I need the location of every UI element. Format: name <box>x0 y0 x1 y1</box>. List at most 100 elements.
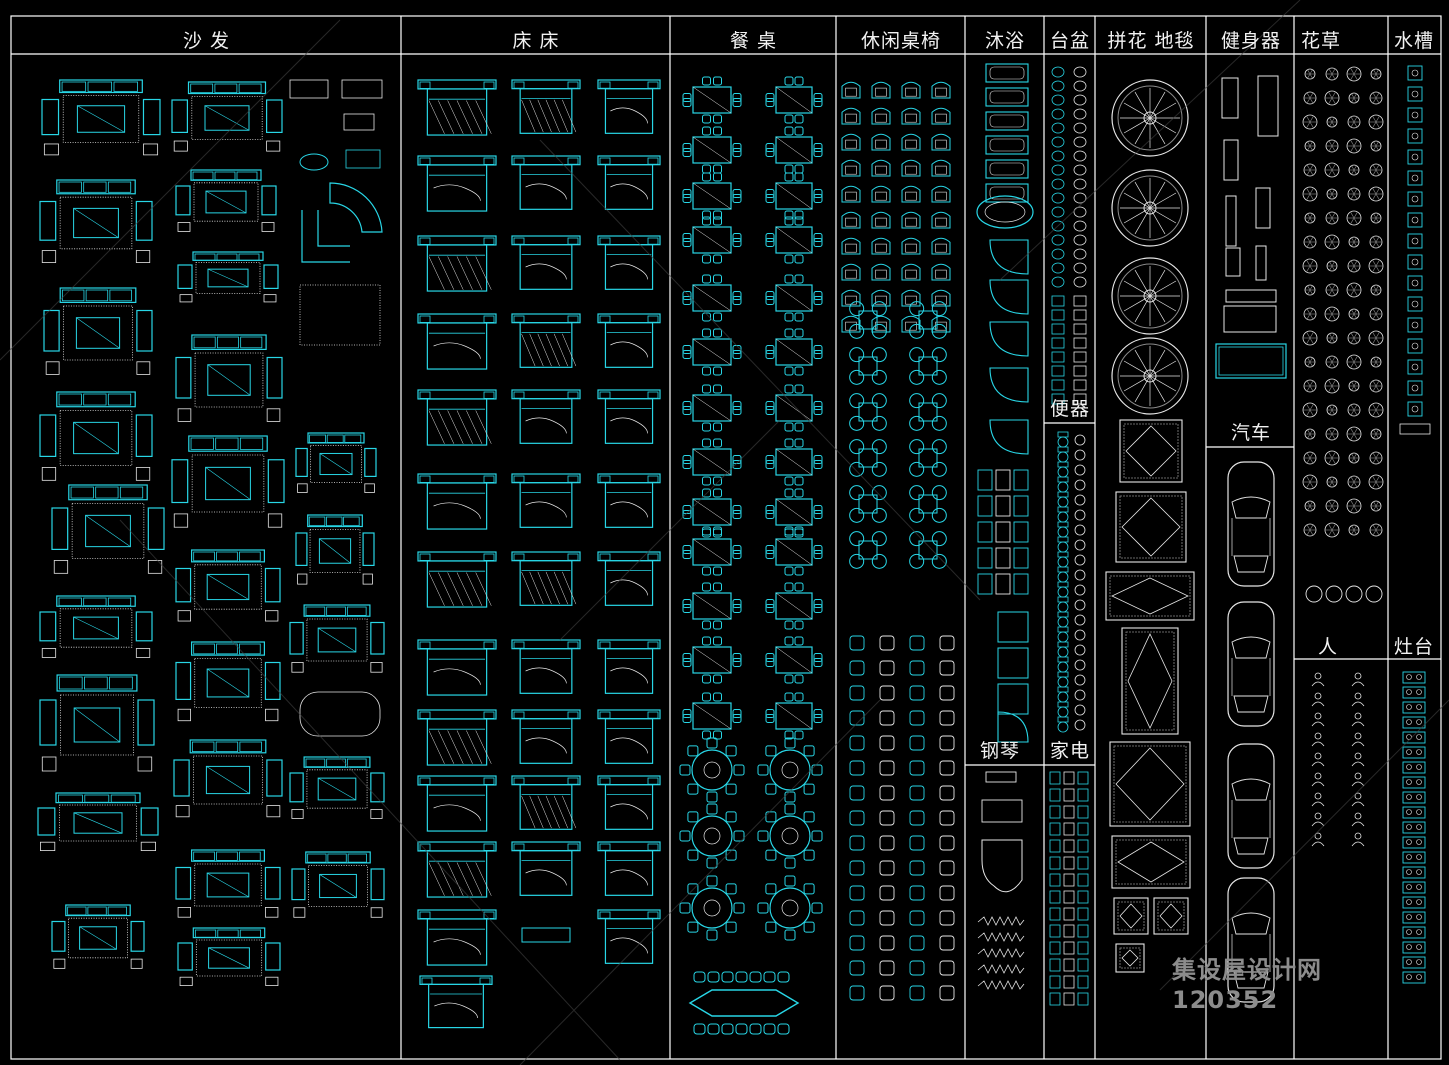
plant-icon <box>1368 474 1384 490</box>
appliance-icon <box>1049 771 1061 785</box>
chair-icon <box>849 710 865 726</box>
sofa-set-icon <box>37 792 159 852</box>
bed-icon <box>417 639 497 696</box>
shower-tray-icon <box>1013 521 1029 543</box>
plant-icon <box>1302 258 1318 274</box>
plant-icon <box>1302 330 1318 346</box>
sofa-set-icon <box>289 756 385 819</box>
plant-icon <box>1303 91 1317 105</box>
sofa-set-icon <box>175 849 281 918</box>
bed-icon <box>511 639 581 694</box>
washbasin-icon <box>1051 94 1087 106</box>
appliance-icon <box>1049 890 1061 904</box>
dining-table-icon <box>682 126 742 174</box>
bed-icon <box>419 975 493 1029</box>
bed-icon <box>511 155 581 210</box>
washbasin-icon <box>1051 309 1087 321</box>
chair-icon <box>939 835 955 851</box>
person-icon <box>1351 712 1365 727</box>
plant-icon <box>1368 186 1384 202</box>
chair-icon <box>909 985 925 1001</box>
chair-icon <box>909 710 925 726</box>
chair-icon <box>939 985 955 1001</box>
dining-table-icon <box>765 528 823 576</box>
chair-icon <box>849 760 865 776</box>
person-icon <box>1311 772 1325 787</box>
bathtub-icon <box>985 135 1029 155</box>
fitness-equipment-icon <box>1255 245 1267 281</box>
plant-icon <box>1346 210 1362 226</box>
corner-bathtub-icon <box>989 367 1029 403</box>
lounge-chair-icon <box>841 81 861 99</box>
bathtub-icon <box>985 63 1029 83</box>
corner-bathtub-icon <box>989 419 1029 455</box>
stove-column <box>1402 671 1426 984</box>
plant-icon <box>1326 476 1338 488</box>
dining-table-icon <box>682 384 742 432</box>
lounge-chair-icon <box>841 133 861 151</box>
stove-icon <box>1402 821 1426 834</box>
lounge-chair-icon <box>841 263 861 281</box>
shower-tray-icon <box>977 521 993 543</box>
toilet-icon <box>1057 566 1086 583</box>
header-dining-table: 餐 桌 <box>729 30 778 52</box>
shower-tray-icon <box>977 573 993 595</box>
shower-tray-icon <box>995 547 1011 569</box>
person-icon <box>1351 732 1365 747</box>
person-icon <box>1351 812 1365 827</box>
appliance-icon <box>1049 907 1061 921</box>
bed-icon <box>597 639 661 694</box>
chair-icon <box>939 860 955 876</box>
rect-rug-icon <box>1119 419 1183 483</box>
appliance-icon <box>1077 924 1089 938</box>
dining-table-icon <box>765 172 823 220</box>
sofa-set-icon <box>51 484 165 574</box>
bed-icon <box>597 775 661 830</box>
washbasin-icon <box>1051 80 1087 92</box>
plant-icon <box>1347 187 1361 201</box>
sink-icon <box>1407 317 1423 333</box>
chair-icon <box>849 860 865 876</box>
toilet-icon <box>1057 476 1086 493</box>
header-appliance: 家电 <box>1049 740 1090 762</box>
dining-table-icon <box>682 216 742 264</box>
chair-icon <box>909 660 925 676</box>
sink-icon <box>1407 107 1423 123</box>
dining-table-icon <box>765 692 823 740</box>
fitness-column <box>1215 75 1287 379</box>
chair-icon <box>879 810 895 826</box>
sink-icon <box>1407 191 1423 207</box>
plant-icon <box>1302 402 1318 418</box>
toilet-icon <box>1057 641 1086 658</box>
sink-icon <box>1407 128 1423 144</box>
chair-icon <box>909 760 925 776</box>
header-stove: 灶台 <box>1393 636 1434 658</box>
washbasin-icon <box>1051 351 1087 363</box>
chair-icon <box>849 985 865 1001</box>
round-rug-icon <box>1111 337 1189 415</box>
plant-icon <box>1348 524 1360 536</box>
watermark-id: 120352 <box>1172 986 1279 1014</box>
car-icon <box>1227 743 1275 869</box>
washbasin-icon <box>1051 295 1087 307</box>
chair-icon <box>939 660 955 676</box>
rect-rug-icon <box>1121 627 1179 735</box>
plant-icon <box>1346 66 1362 82</box>
appliance-icon <box>1063 856 1075 870</box>
appliance-icon <box>1063 873 1075 887</box>
bed-icon <box>511 235 581 290</box>
plant-icon <box>1304 140 1316 152</box>
toilet-icon <box>1057 716 1086 733</box>
washbasin-icon <box>1051 262 1087 274</box>
person-icon <box>1311 712 1325 727</box>
header-bath: 沐浴 <box>984 30 1025 52</box>
dining-table-icon <box>765 488 823 536</box>
fitness-equipment-icon <box>1225 247 1241 277</box>
plant-icon <box>1303 523 1317 537</box>
appliance-icon <box>1077 788 1089 802</box>
shower-tray-icon <box>1013 495 1029 517</box>
lounge-chair-icon <box>871 133 891 151</box>
appliance-icon <box>1063 975 1075 989</box>
bed-icon <box>511 775 581 830</box>
